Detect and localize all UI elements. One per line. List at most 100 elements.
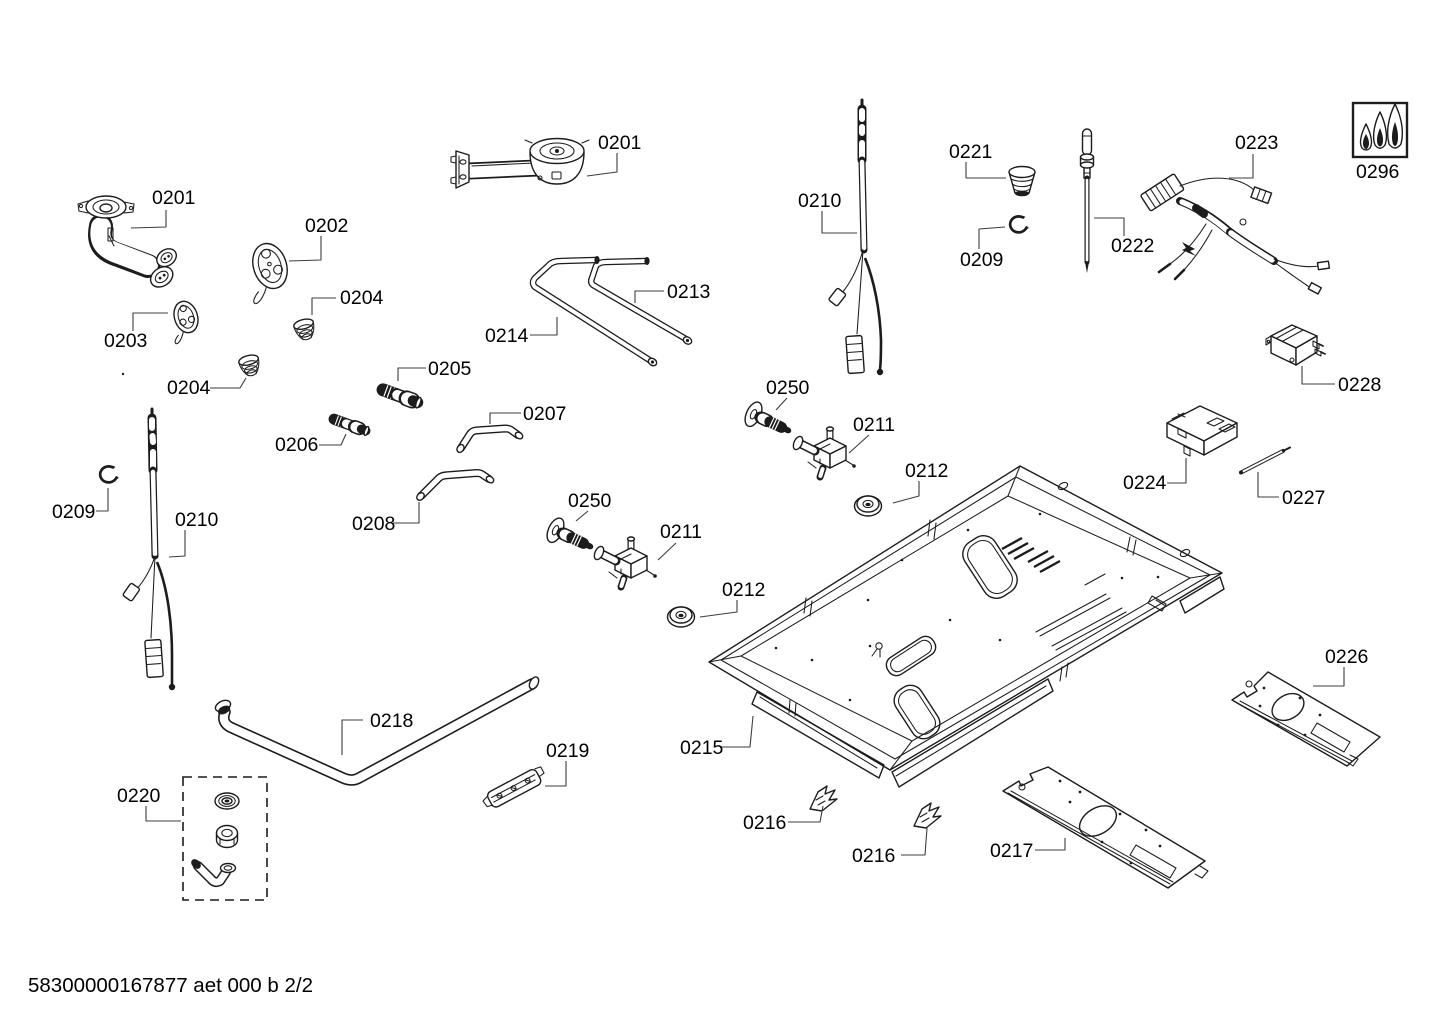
callout-0209-b: 0209 — [52, 501, 95, 523]
part-valve-union-lower — [544, 515, 599, 559]
part-thermocouple-left — [122, 407, 176, 691]
callout-0212-b: 0212 — [722, 579, 765, 601]
speck — [121, 372, 125, 376]
callout-0222: 0222 — [1111, 235, 1154, 257]
part-injector-large — [376, 383, 424, 409]
leader-0205 — [397, 367, 426, 381]
part-cover-panel-right — [1231, 671, 1381, 767]
leader-0224 — [1167, 458, 1187, 484]
leader-0201-b — [586, 153, 618, 177]
callout-0210-b: 0210 — [175, 509, 219, 531]
leader-0210-b — [168, 530, 186, 558]
callout-0219: 0219 — [546, 740, 589, 762]
callout-0203: 0203 — [104, 330, 147, 352]
callout-0228: 0228 — [1338, 374, 1381, 396]
part-burner-cap-small — [173, 300, 199, 345]
callout-0296: 0296 — [1356, 161, 1399, 183]
leader-0206 — [319, 433, 347, 446]
leader-0226 — [1313, 667, 1345, 687]
leader-0211-a — [848, 434, 870, 454]
part-manifold-pipe — [214, 676, 540, 786]
leader-0250-b — [575, 510, 589, 522]
leader-0217 — [1035, 838, 1066, 851]
leader-0221 — [965, 162, 1006, 179]
callout-0205: 0205 — [428, 358, 472, 380]
part-grommet-upper — [853, 495, 883, 517]
callout-0201-a: 0201 — [152, 187, 195, 209]
part-cone-cap — [1008, 165, 1036, 197]
callout-0212-a: 0212 — [905, 460, 948, 482]
part-burner-body-top — [450, 137, 590, 189]
callout-0211-b: 0211 — [660, 521, 702, 543]
part-spring-cone-b — [237, 352, 263, 379]
callout-0215: 0215 — [680, 737, 724, 759]
part-fastening-clip-a — [809, 785, 838, 812]
leader-0214 — [530, 317, 558, 336]
leader-0202 — [288, 236, 322, 262]
leader-0209-b — [96, 488, 109, 512]
part-fitting-kit — [182, 776, 268, 901]
callout-0201-b: 0201 — [598, 132, 641, 154]
leader-0212-b — [699, 600, 738, 618]
part-grommet-lower — [666, 606, 696, 628]
callout-0250-b: 0250 — [568, 490, 612, 512]
callout-0214: 0214 — [485, 325, 529, 347]
part-burner-body-left — [77, 195, 177, 288]
leader-0220 — [145, 806, 181, 822]
leader-0215 — [721, 715, 754, 748]
part-support-tray — [708, 465, 1225, 788]
callout-0213: 0213 — [667, 281, 710, 303]
part-thermocouple-center — [828, 98, 884, 376]
doc-reference: 58300000167877 aet 000 b 2/2 — [28, 974, 313, 997]
leader-0250-a — [775, 397, 788, 411]
leader-0219 — [545, 761, 567, 787]
leader-0228 — [1301, 366, 1335, 385]
part-injector-small — [328, 413, 371, 437]
leader-0204-b — [210, 377, 247, 389]
part-burner-cap-large — [252, 242, 288, 305]
part-strip — [1239, 446, 1291, 475]
part-ignition-electrode — [1079, 128, 1095, 273]
part-connection-pipe-short — [456, 424, 524, 454]
callout-0226: 0226 — [1325, 646, 1368, 668]
leader-0212-a — [892, 481, 920, 504]
callout-0250-a: 0250 — [766, 377, 810, 399]
leader-0210-a — [821, 211, 857, 234]
part-spring-cone-a — [292, 316, 318, 343]
part-valve-union-upper — [742, 399, 797, 443]
callout-0209-a: 0209 — [960, 249, 1003, 271]
callout-0218: 0218 — [370, 710, 413, 732]
part-gas-pipe-left — [529, 256, 658, 367]
leader-0223 — [1229, 154, 1254, 179]
leader-0207 — [489, 412, 521, 424]
callout-0216-b: 0216 — [852, 845, 895, 867]
callout-0204-a: 0204 — [340, 287, 384, 309]
callout-0221: 0221 — [949, 141, 992, 163]
callout-0216-a: 0216 — [743, 812, 786, 834]
callout-0202: 0202 — [305, 215, 348, 237]
leader-0222 — [1094, 217, 1125, 236]
leader-0216-a — [788, 805, 824, 823]
leader-0203 — [132, 312, 168, 331]
callout-0208: 0208 — [352, 513, 395, 535]
leader-0216-b — [901, 827, 928, 856]
callout-0211-a: 0211 — [853, 414, 895, 436]
part-bracket — [482, 766, 545, 808]
part-fastening-clip-b — [913, 802, 942, 829]
callout-0224: 0224 — [1123, 472, 1167, 494]
leader-0204-a — [311, 297, 336, 315]
callout-0227: 0227 — [1282, 487, 1325, 509]
gas-flames-icon — [1351, 101, 1409, 159]
part-gas-pipe-right — [587, 257, 693, 345]
part-retaining-ring-left — [98, 464, 120, 484]
part-ignition-transformer — [1265, 324, 1326, 366]
leader-0213 — [634, 290, 664, 303]
callout-0204-b: 0204 — [167, 377, 211, 399]
leader-0208 — [393, 502, 420, 524]
callout-0220: 0220 — [117, 785, 161, 807]
part-gas-tap-upper — [791, 427, 855, 477]
part-cable-harness — [1140, 173, 1331, 295]
callout-0207: 0207 — [523, 403, 566, 425]
